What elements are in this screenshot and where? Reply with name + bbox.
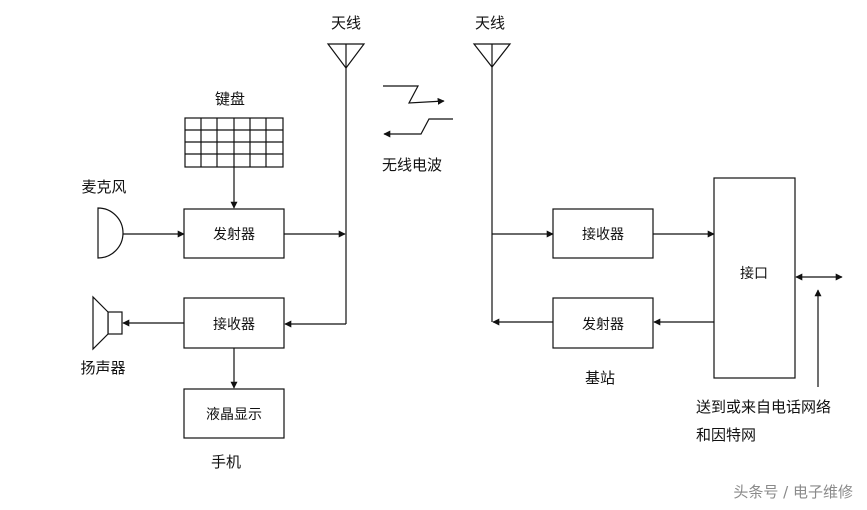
speaker-icon xyxy=(92,295,123,351)
keyboard-label: 键盘 xyxy=(215,90,245,108)
phone-receiver-label: 接收器 xyxy=(213,316,255,333)
base-station-caption: 基站 xyxy=(585,369,615,387)
base-transmitter-label: 发射器 xyxy=(582,317,624,333)
interface-label: 接口 xyxy=(740,265,768,282)
base-antenna-icon xyxy=(472,43,512,322)
interface-box xyxy=(713,177,796,379)
base-transmitter-box xyxy=(552,297,654,349)
microphone-icon xyxy=(97,207,124,259)
network-label-line2: 和因特网 xyxy=(696,426,756,444)
base-receiver-label: 接收器 xyxy=(582,226,624,243)
radio-wave-outgoing-icon xyxy=(383,85,445,105)
phone-antenna-label: 天线 xyxy=(331,14,361,32)
radio-wave-label: 无线电波 xyxy=(382,156,442,174)
microphone-label: 麦克风 xyxy=(81,178,126,196)
phone-transmitter-label: 发射器 xyxy=(213,227,255,243)
phone-caption: 手机 xyxy=(211,453,241,471)
speaker-label: 扬声器 xyxy=(80,359,125,377)
base-antenna-label: 天线 xyxy=(475,14,505,32)
network-label-line1: 送到或来自电话网络 xyxy=(696,398,831,416)
phone-display-box xyxy=(183,388,285,439)
phone-receiver-box xyxy=(183,297,285,349)
phone-display-label: 液晶显示 xyxy=(206,407,262,423)
radio-wave-incoming-icon xyxy=(383,118,453,138)
base-receiver-box xyxy=(552,208,654,259)
phone-antenna-icon xyxy=(326,43,366,324)
keyboard-icon xyxy=(184,117,284,168)
watermark: 头条号 / 电子维修 xyxy=(733,483,853,501)
